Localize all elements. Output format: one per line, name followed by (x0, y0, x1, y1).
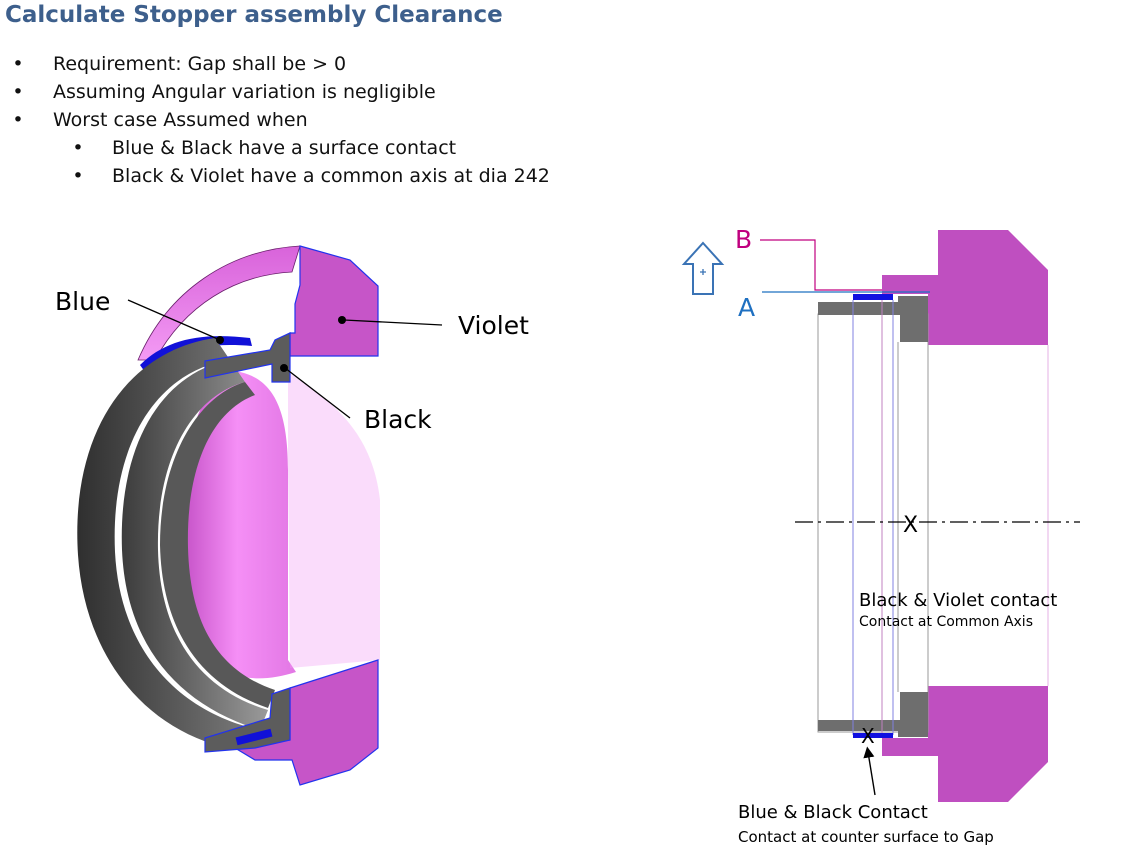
surface-contact-title: Blue & Black Contact (738, 802, 928, 823)
axis-contact-title: Black & Violet contact (859, 590, 1057, 611)
black-upper-section (204, 332, 291, 383)
violet-upper-section (289, 245, 379, 357)
label-black: Black (364, 405, 432, 434)
axis-contact-subtitle: Contact at Common Axis (859, 614, 1033, 630)
bullet-dot-icon: • (12, 109, 24, 131)
model-leaders (127, 299, 443, 419)
black-ring-outer (77, 338, 260, 752)
reference-leaders (760, 239, 930, 293)
page-title: Calculate Stopper assembly Clearance (5, 2, 503, 28)
stopper-3d-model (77, 245, 380, 786)
bullet-dot-icon: • (12, 53, 24, 75)
violet-housing-lower (882, 686, 1048, 802)
bullet-dot-icon: • (72, 165, 84, 187)
center-contact-mark: X (903, 513, 918, 538)
sub-bullet-text: Black & Violet have a common axis at dia… (112, 165, 550, 187)
black-ring-middle (121, 360, 269, 730)
violet-inner-bore (178, 370, 296, 679)
blue-part-lower (853, 733, 893, 738)
bullet-dot-icon: • (12, 81, 24, 103)
bullet-text: Requirement: Gap shall be > 0 (53, 53, 347, 75)
section-view (795, 230, 1080, 802)
contact-arrow (863, 746, 876, 796)
blue-ring-bottom (235, 728, 273, 746)
up-arrow-icon (681, 241, 725, 295)
black-flange-lower (818, 692, 928, 737)
violet-housing-upper (882, 230, 1048, 345)
bullet-text: Worst case Assumed when (53, 109, 308, 131)
sub-bullet-text: Blue & Black have a surface contact (112, 137, 457, 159)
blue-part-upper (853, 294, 893, 300)
blue-ring-top (140, 336, 252, 372)
label-violet: Violet (458, 311, 529, 340)
bullet-dot-icon: • (72, 137, 84, 159)
black-flange-upper (818, 296, 928, 342)
surface-contact-mark: X (861, 724, 875, 748)
bullet-text: Assuming Angular variation is negligible (53, 81, 436, 103)
label-blue: Blue (55, 287, 110, 316)
label-b: B (735, 225, 752, 254)
surface-contact-subtitle: Contact at counter surface to Gap (738, 828, 994, 846)
violet-right-surface (288, 372, 380, 668)
black-ring-inner (160, 382, 275, 708)
label-a: A (738, 293, 755, 322)
